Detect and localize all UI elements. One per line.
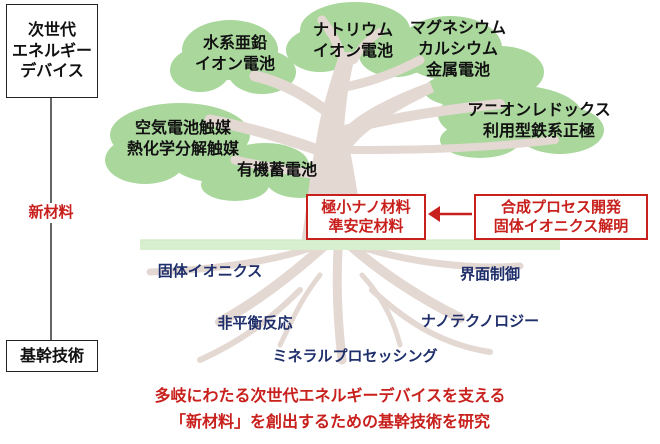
root-label-solid-ionics: 固体イオニクス: [157, 262, 263, 280]
canopy-label-aqueous-zinc: 水系亜鉛 イオン電池: [194, 33, 275, 73]
process-to-materials-arrow: [428, 206, 472, 222]
core-technology-box: 基幹技術: [6, 340, 98, 372]
caption-line-2: 「新材料」を創出するための基幹技術を研究: [169, 412, 490, 431]
root-label-nonequilibrium-reaction: 非平衡反応: [217, 314, 293, 332]
root-label-interface-control: 界面制御: [459, 265, 520, 283]
canopy-label-sodium-ion: ナトリウム イオン電池: [312, 20, 393, 60]
synthesis-process-box: 合成プロセス開発 固体イオニクス解明: [474, 194, 648, 240]
canopy-label-mg-ca-metal: マグネシウム カルシウム 金属電池: [409, 18, 506, 79]
canopy-label-organic-battery: 有機蓄電池: [236, 160, 317, 179]
tree-trunk-and-roots: [146, 15, 559, 365]
canopy-label-air-battery-catalyst: 空気電池触媒 熱化学分解触媒: [126, 118, 239, 158]
caption-line-1: 多岐にわたる次世代エネルギーデバイスを支える: [154, 386, 506, 405]
canopy-label-anion-redox: アニオンレドックス 利用型鉄系正極: [467, 100, 611, 140]
new-materials-label: 新材料: [20, 203, 82, 223]
nano-metastable-materials-box: 極小ナノ材料 準安定材料: [306, 194, 426, 240]
next-gen-devices-box: 次世代 エネルギー デバイス: [6, 4, 98, 98]
root-label-nanotechnology: ナノテクノロジー: [420, 312, 540, 330]
grass-strip: [140, 239, 560, 250]
root-label-mineral-processing: ミネラルプロセッシング: [272, 347, 438, 365]
